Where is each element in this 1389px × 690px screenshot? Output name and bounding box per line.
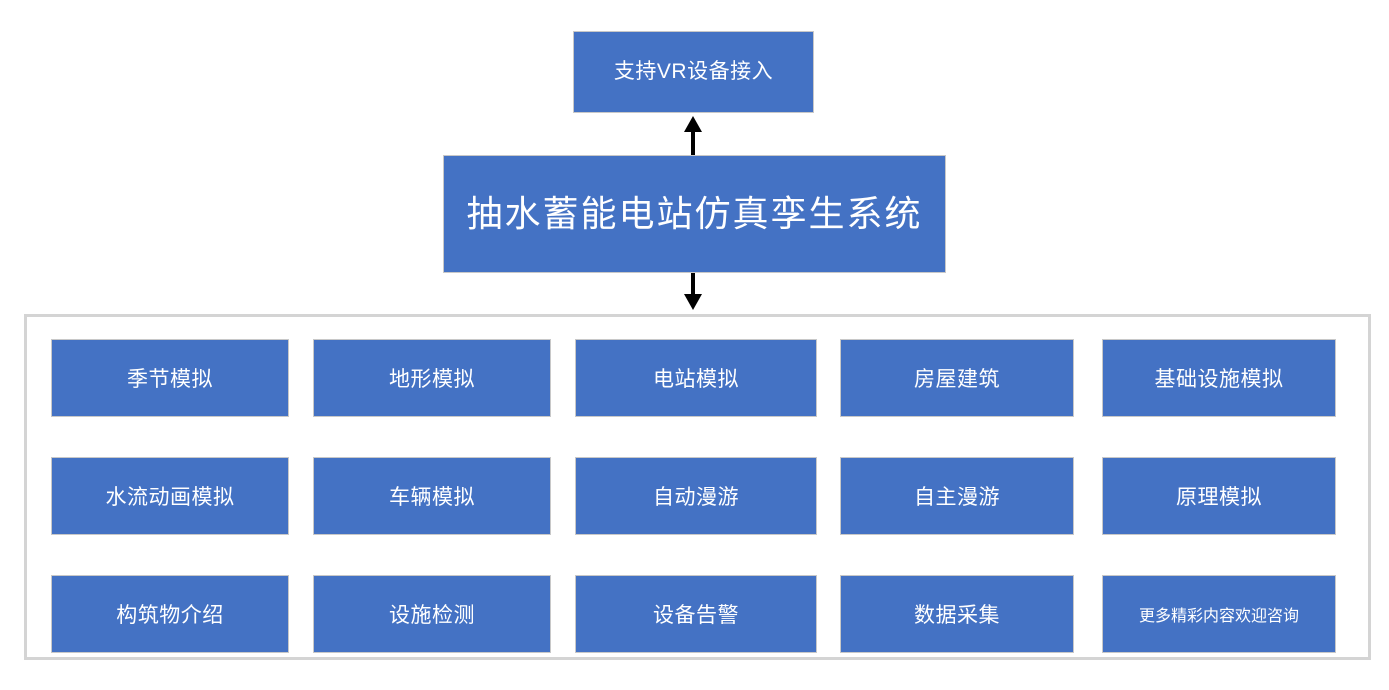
node-system-title-label: 抽水蓄能电站仿真孪生系统 <box>466 193 923 235</box>
arrow-up-line <box>691 128 695 158</box>
feature-box-label: 自主漫游 <box>914 486 1000 509</box>
feature-box[interactable]: 构筑物介绍 <box>51 575 289 653</box>
feature-box[interactable]: 基础设施模拟 <box>1102 339 1336 417</box>
feature-box[interactable]: 更多精彩内容欢迎咨询 <box>1102 575 1336 653</box>
feature-box-label: 构筑物介绍 <box>116 604 224 627</box>
feature-box-label: 数据采集 <box>914 604 1000 627</box>
node-vr-support-label: 支持VR设备接入 <box>613 60 774 84</box>
feature-box[interactable]: 原理模拟 <box>1102 457 1336 535</box>
feature-box[interactable]: 车辆模拟 <box>313 457 551 535</box>
feature-box-label: 季节模拟 <box>127 368 213 391</box>
feature-box-label: 自动漫游 <box>653 486 739 509</box>
arrow-down-head-icon <box>684 294 702 310</box>
feature-box[interactable]: 地形模拟 <box>313 339 551 417</box>
feature-box-label: 原理模拟 <box>1176 486 1262 509</box>
feature-box[interactable]: 数据采集 <box>840 575 1074 653</box>
feature-box[interactable]: 电站模拟 <box>575 339 817 417</box>
feature-box[interactable]: 季节模拟 <box>51 339 289 417</box>
arrow-down-line <box>691 273 695 299</box>
feature-box[interactable]: 自动漫游 <box>575 457 817 535</box>
feature-box-label: 水流动画模拟 <box>105 486 235 509</box>
feature-box[interactable]: 房屋建筑 <box>840 339 1074 417</box>
feature-box-label: 地形模拟 <box>389 368 475 391</box>
feature-box-label: 房屋建筑 <box>914 368 1000 391</box>
feature-box-label: 车辆模拟 <box>389 486 475 509</box>
feature-box-label: 设备告警 <box>653 604 739 627</box>
node-vr-support[interactable]: 支持VR设备接入 <box>573 31 814 113</box>
feature-box-label: 更多精彩内容欢迎咨询 <box>1138 608 1299 625</box>
feature-box-label: 设施检测 <box>389 604 475 627</box>
feature-box[interactable]: 设备告警 <box>575 575 817 653</box>
feature-box[interactable]: 水流动画模拟 <box>51 457 289 535</box>
feature-box-label: 电站模拟 <box>653 368 739 391</box>
feature-box[interactable]: 自主漫游 <box>840 457 1074 535</box>
arrow-up-head-icon <box>684 116 702 132</box>
feature-box-label: 基础设施模拟 <box>1154 368 1284 391</box>
feature-box[interactable]: 设施检测 <box>313 575 551 653</box>
node-system-title[interactable]: 抽水蓄能电站仿真孪生系统 <box>443 155 946 273</box>
feature-group-container: 季节模拟 地形模拟 电站模拟 房屋建筑 基础设施模拟水流动画模拟 车辆模拟 自动漫游 自主漫游… <box>24 314 1371 660</box>
